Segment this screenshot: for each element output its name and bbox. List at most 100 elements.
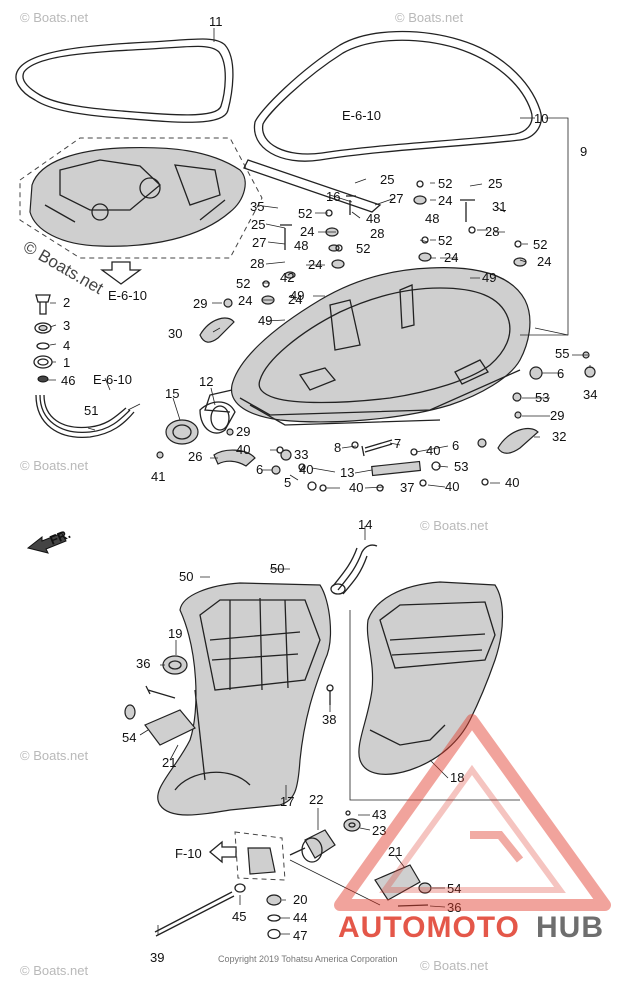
callout-28: 28 bbox=[370, 226, 384, 241]
callout-40: 40 bbox=[349, 480, 363, 495]
callout-31: 31 bbox=[492, 199, 506, 214]
front-arrow bbox=[26, 532, 67, 554]
callout-36: 36 bbox=[136, 656, 150, 671]
callout-49: 49 bbox=[258, 313, 272, 328]
callout-51: 51 bbox=[84, 403, 98, 418]
callout-10: 10 bbox=[534, 111, 548, 126]
callout-52: 52 bbox=[533, 237, 547, 252]
callout-19: 19 bbox=[168, 626, 182, 641]
callout-labels: 11 10 9 E-6-10 E-6-10 E-6-10 F-10 FR. 2 … bbox=[48, 14, 598, 965]
callout-52: 52 bbox=[356, 241, 370, 256]
bracket-9 bbox=[520, 117, 569, 336]
callout-32: 32 bbox=[552, 429, 566, 444]
brand-hub: HUB bbox=[536, 911, 604, 944]
callout-49: 49 bbox=[482, 270, 496, 285]
callout-27: 27 bbox=[252, 235, 266, 250]
hardware-left bbox=[33, 294, 135, 438]
callout-24: 24 bbox=[308, 257, 322, 272]
callout-25: 25 bbox=[380, 172, 394, 187]
watermark: © Boats.net bbox=[20, 963, 89, 978]
left-lower-parts bbox=[124, 655, 334, 746]
lower-fasteners bbox=[154, 859, 381, 940]
callout-24: 24 bbox=[238, 293, 252, 308]
callout-40: 40 bbox=[426, 443, 440, 458]
bushing-22 bbox=[289, 810, 361, 863]
callout-53: 53 bbox=[535, 390, 549, 405]
callout-3: 3 bbox=[63, 318, 70, 333]
automotohub-logo: AUTOMOTO HUB bbox=[334, 714, 611, 944]
callout-26: 26 bbox=[188, 449, 202, 464]
watermark: © Boats.net bbox=[420, 958, 489, 973]
reference-e-6-10: E-6-10 bbox=[93, 372, 132, 387]
callout-48: 48 bbox=[366, 211, 380, 226]
callout-52: 52 bbox=[298, 206, 312, 221]
callout-55: 55 bbox=[555, 346, 569, 361]
callout-40: 40 bbox=[236, 442, 250, 457]
callout-27: 27 bbox=[389, 191, 403, 206]
engine-base-plate bbox=[19, 137, 263, 259]
callout-5: 5 bbox=[284, 475, 291, 490]
callout-8: 8 bbox=[334, 440, 341, 455]
callout-17: 17 bbox=[280, 794, 294, 809]
handle-32 bbox=[497, 427, 539, 454]
grommets bbox=[261, 180, 527, 305]
bracket-21b bbox=[374, 864, 432, 907]
callout-2: 2 bbox=[63, 295, 70, 310]
callout-28: 28 bbox=[485, 224, 499, 239]
callout-28: 28 bbox=[250, 256, 264, 271]
callout-29: 29 bbox=[193, 296, 207, 311]
callout-29: 29 bbox=[236, 424, 250, 439]
brand-automoto: AUTOMOTO bbox=[338, 911, 520, 944]
callout-39: 39 bbox=[150, 950, 164, 965]
copyright-text: Copyright 2019 Tohatsu America Corporati… bbox=[218, 954, 397, 964]
callout-54: 54 bbox=[122, 730, 136, 745]
hose-14 bbox=[330, 544, 378, 595]
callout-43: 43 bbox=[372, 807, 386, 822]
callout-40: 40 bbox=[299, 462, 313, 477]
callout-24: 24 bbox=[288, 292, 302, 307]
watermark: © Boats.net bbox=[20, 458, 89, 473]
callout-40: 40 bbox=[445, 479, 459, 494]
callout-33: 33 bbox=[294, 447, 308, 462]
callout-24: 24 bbox=[537, 254, 551, 269]
callout-47: 47 bbox=[293, 928, 307, 943]
callout-6: 6 bbox=[452, 438, 459, 453]
watermark: © Boats.net bbox=[395, 10, 464, 25]
reference-e-6-10: E-6-10 bbox=[108, 288, 147, 303]
arrow-f-10 bbox=[208, 831, 286, 881]
callout-1: 1 bbox=[63, 355, 70, 370]
callout-44: 44 bbox=[293, 910, 307, 925]
housing-18 bbox=[349, 581, 520, 801]
fasteners bbox=[156, 298, 596, 492]
watermark: © Boats.net bbox=[20, 748, 89, 763]
callout-7: 7 bbox=[394, 436, 401, 451]
callout-21: 21 bbox=[162, 755, 176, 770]
callout-22: 22 bbox=[309, 792, 323, 807]
callout-35: 35 bbox=[250, 199, 264, 214]
front-label: FR. bbox=[48, 526, 73, 548]
callout-24: 24 bbox=[300, 224, 314, 239]
callout-48: 48 bbox=[294, 238, 308, 253]
callout-52: 52 bbox=[438, 176, 452, 191]
callout-29: 29 bbox=[550, 408, 564, 423]
callout-25: 25 bbox=[251, 217, 265, 232]
part-7 bbox=[361, 439, 393, 457]
callout-24: 24 bbox=[438, 193, 452, 208]
leader-lines bbox=[48, 28, 591, 935]
callout-18: 18 bbox=[450, 770, 464, 785]
callout-9: 9 bbox=[580, 144, 587, 159]
callout-24: 24 bbox=[444, 250, 458, 265]
callout-16: 16 bbox=[326, 189, 340, 204]
watermark: © Boats.net bbox=[20, 10, 89, 25]
callout-52: 52 bbox=[236, 276, 250, 291]
reference-e-6-10: E-6-10 bbox=[342, 108, 381, 123]
gasket-11 bbox=[15, 38, 234, 123]
strip-13 bbox=[371, 460, 422, 477]
arrow-to-e-6-10 bbox=[100, 261, 142, 285]
callout-54: 54 bbox=[447, 881, 461, 896]
callout-49: 49 bbox=[290, 288, 304, 303]
callout-40: 40 bbox=[505, 475, 519, 490]
callout-41: 41 bbox=[151, 469, 165, 484]
callout-53: 53 bbox=[454, 459, 468, 474]
callout-6: 6 bbox=[557, 366, 564, 381]
